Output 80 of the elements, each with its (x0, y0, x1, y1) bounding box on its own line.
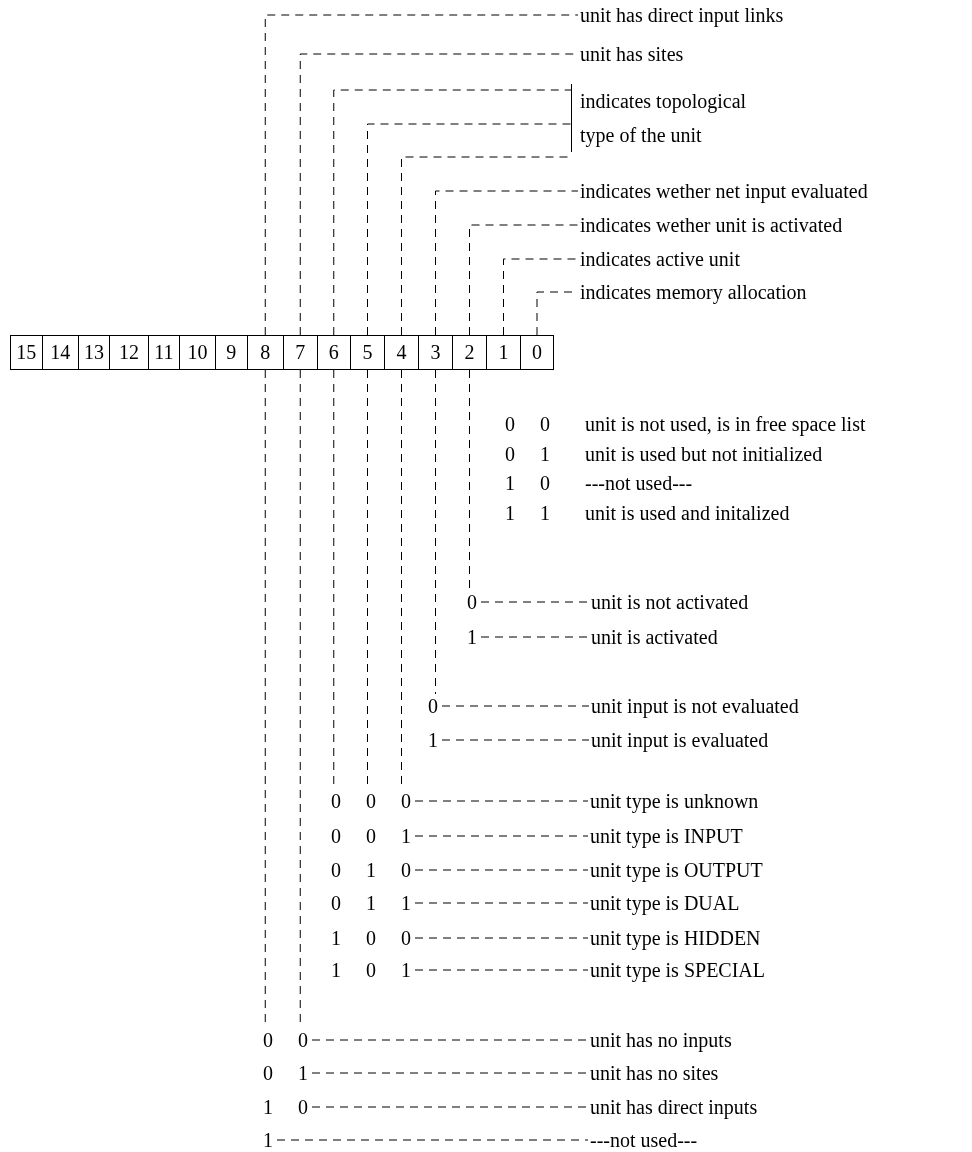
bit-value: 0 1 (504, 442, 551, 466)
leader-line (414, 800, 589, 802)
bit-cell: 12 (109, 335, 149, 370)
leader-line (414, 937, 589, 939)
bit-value: 1 0 0 (329, 926, 413, 950)
bit-cell: 0 (520, 335, 554, 370)
bit-value: 1 (426, 728, 440, 752)
bit-value: 1 0 (261, 1095, 310, 1119)
leader-line (480, 601, 590, 603)
leader-line (333, 89, 572, 336)
bit-cell: 5 (350, 335, 385, 370)
field-description: unit has direct input links (578, 3, 786, 27)
value-description: unit is activated (589, 625, 720, 649)
leader-line (480, 636, 590, 638)
field-description: indicates memory allocation (578, 280, 809, 304)
bit-cell: 3 (418, 335, 453, 370)
bit-cell: 9 (215, 335, 248, 370)
value-description: unit is not activated (589, 590, 751, 614)
field-description: indicates active unit (578, 247, 742, 271)
leader-line (367, 123, 572, 336)
value-description: unit type is SPECIAL (588, 958, 767, 982)
field-description: indicates wether unit is activated (578, 213, 845, 237)
value-description: unit type is unknown (588, 789, 761, 813)
bit-cell: 11 (148, 335, 180, 370)
value-description: unit is used but not initialized (584, 442, 824, 466)
bit-value: 0 0 (261, 1028, 310, 1052)
value-description: unit has no inputs (588, 1028, 734, 1052)
value-description: ---not used--- (584, 471, 694, 495)
leader-line (311, 1072, 589, 1074)
bit-value: 1 (261, 1128, 275, 1152)
bit-cell: 7 (283, 335, 318, 370)
leader-line (503, 258, 579, 336)
bit-value: 0 1 (261, 1061, 310, 1085)
bit-value: 1 0 1 (329, 958, 413, 982)
value-description: unit type is HIDDEN (588, 926, 763, 950)
bit-cell: 14 (41, 335, 79, 370)
bit-cell: 4 (384, 335, 419, 370)
leader-line (264, 14, 579, 336)
bit-value: 0 1 0 (329, 858, 413, 882)
field-description: indicates topological type of the unit (571, 84, 750, 152)
value-description: unit type is OUTPUT (588, 858, 765, 882)
value-description: unit type is INPUT (588, 824, 745, 848)
leader-line (435, 369, 436, 695)
field-description: unit has sites (578, 42, 686, 66)
bit-value: 0 (426, 694, 440, 718)
bit-value: 0 0 0 (329, 789, 413, 813)
bit-cell: 13 (78, 335, 110, 370)
leader-line (414, 902, 589, 904)
value-description: unit input is not evaluated (589, 694, 801, 718)
bit-cell: 15 (10, 335, 43, 370)
bit-cell: 1 (486, 335, 521, 370)
bit-cell: 2 (452, 335, 487, 370)
field-description: indicates wether net input evaluated (578, 179, 870, 203)
leader-line (441, 705, 590, 707)
value-description: unit has no sites (588, 1061, 721, 1085)
leader-line (441, 739, 590, 741)
bit-value: 1 0 (504, 471, 551, 495)
leader-line (311, 1106, 589, 1108)
leader-line (414, 969, 589, 971)
value-description: unit is not used, is in free space list (584, 412, 867, 436)
leader-line (469, 224, 579, 336)
bit-value: 0 1 1 (329, 891, 413, 915)
leader-line (311, 1039, 589, 1041)
bit-cell: 10 (179, 335, 216, 370)
bit-value: 0 (465, 590, 479, 614)
leader-line (469, 369, 470, 591)
value-description: unit has direct inputs (588, 1095, 760, 1119)
leader-line (435, 190, 579, 336)
bit-value: 0 0 (504, 412, 551, 436)
value-description: ---not used--- (588, 1128, 700, 1152)
leader-line (414, 869, 589, 871)
leader-line (276, 1139, 589, 1141)
bit-value: 1 (465, 625, 479, 649)
leader-line (414, 835, 589, 837)
bit-value: 0 0 1 (329, 824, 413, 848)
bit-value: 1 1 (504, 501, 551, 525)
bit-cell: 8 (246, 335, 284, 370)
value-description: unit type is DUAL (588, 891, 742, 915)
value-description: unit input is evaluated (589, 728, 771, 752)
value-description: unit is used and initalized (584, 501, 791, 525)
